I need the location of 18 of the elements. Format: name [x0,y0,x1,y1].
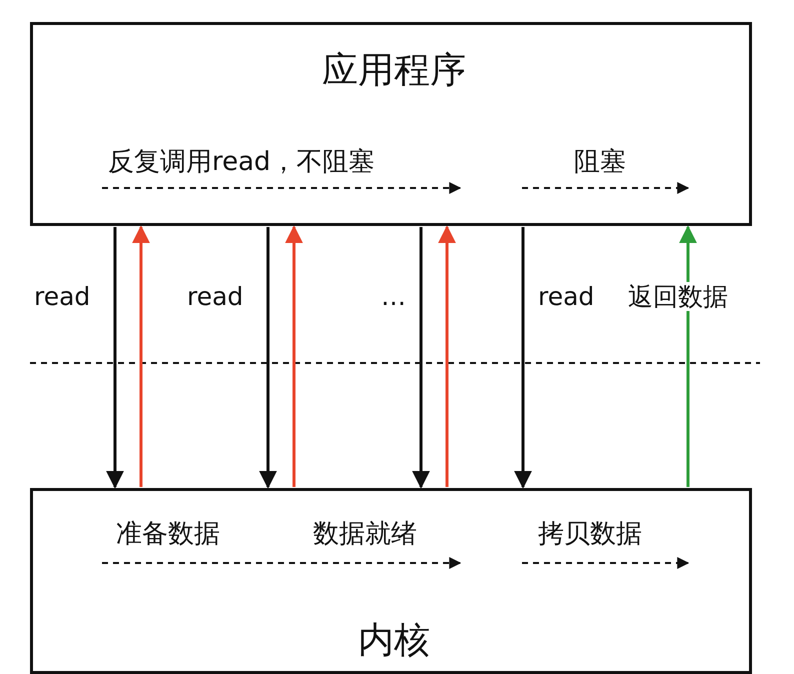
box-title: 内核 [357,623,431,659]
phase-label: 阻塞 [574,149,626,175]
phase-label: 数据就绪 [313,521,417,547]
phase-label: 拷贝数据 [538,521,642,547]
phase-label: 准备数据 [116,521,220,547]
arrow [132,225,150,487]
arrow [259,227,277,489]
phase-label: 反复调用read，不阻塞 [108,149,375,175]
arrow [285,225,303,487]
arrow [679,225,697,487]
arrow [514,227,532,489]
box-title: 应用程序 [321,53,467,89]
arrow [412,227,430,489]
arrow [106,227,124,489]
edge-label: 返回数据 [627,282,729,311]
layer-box [30,488,752,674]
layer-box [30,22,752,226]
arrow [438,225,456,487]
